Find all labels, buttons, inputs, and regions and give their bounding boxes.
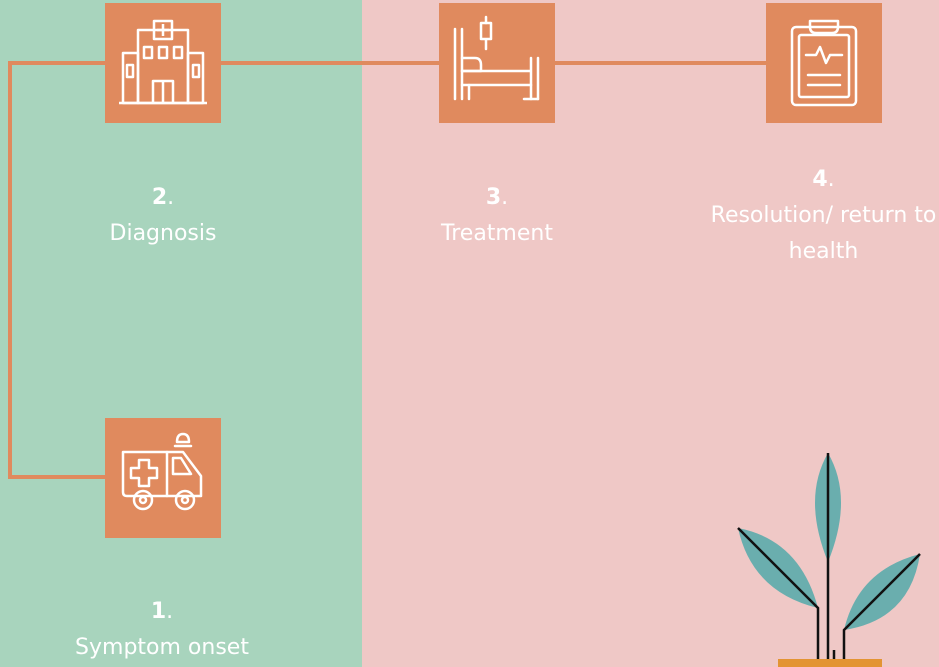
step-1-label: 1. Symptom onset: [40, 594, 284, 666]
step-2-tile: [105, 3, 221, 123]
step-3-tile: [439, 3, 555, 123]
plant-stems: [737, 453, 921, 660]
step-2-text: Diagnosis: [109, 221, 217, 246]
step-4-tile: [766, 3, 882, 123]
plant-pot: [778, 659, 882, 667]
step-3-label: 3. Treatment: [410, 180, 584, 252]
connector-line-bottom: [8, 475, 108, 479]
step-4-number: 4: [812, 167, 828, 192]
step-1-tile: [105, 418, 221, 538]
connector-line-top: [8, 61, 778, 65]
step-1-text: Symptom onset: [75, 635, 249, 660]
hospital-icon: [119, 19, 207, 105]
connector-line-left: [8, 61, 12, 479]
hospital-bed-icon: [453, 15, 540, 101]
plant-illustration: [737, 453, 921, 667]
step-4-label: 4. Resolution/ return to health: [708, 162, 939, 270]
step-3-text: Treatment: [441, 221, 553, 246]
step-1-number: 1: [150, 599, 167, 624]
ambulance-icon: [121, 432, 203, 511]
step-3-number: 3: [485, 185, 502, 210]
step-4-text: Resolution/ return to health: [710, 203, 937, 264]
step-2-number: 2: [151, 185, 168, 210]
step-2-label: 2. Diagnosis: [80, 180, 246, 252]
medical-clipboard-icon: [790, 19, 858, 107]
